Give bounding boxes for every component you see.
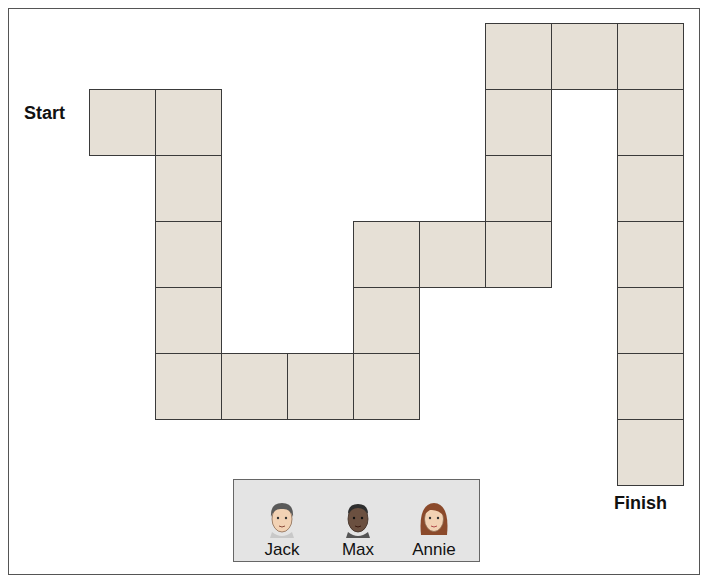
board-square [618, 156, 684, 222]
board-square [618, 288, 684, 354]
player-face [346, 504, 370, 538]
board-label: Start [24, 103, 65, 123]
board-square [486, 24, 552, 90]
player-name: Max [342, 540, 374, 560]
player-name: Annie [412, 540, 455, 560]
board-square [156, 90, 222, 156]
board-square [420, 222, 486, 288]
frame [9, 9, 700, 575]
board-square [486, 90, 552, 156]
board-path [90, 24, 684, 486]
board-square [486, 156, 552, 222]
board-square [618, 420, 684, 486]
board-square [618, 222, 684, 288]
board-square [288, 354, 354, 420]
board-square [156, 288, 222, 354]
player-face [421, 503, 448, 535]
board-label: Finish [614, 493, 667, 513]
board-square [354, 354, 420, 420]
board-square [354, 222, 420, 288]
player-panel: Jack Max Annie [233, 479, 480, 562]
player-face [270, 503, 294, 538]
board-square [618, 24, 684, 90]
board-square [156, 156, 222, 222]
board-square [354, 288, 420, 354]
board-square [486, 222, 552, 288]
board-square [156, 222, 222, 288]
board-square [222, 354, 288, 420]
board-square [90, 90, 156, 156]
player-name: Jack [265, 540, 300, 560]
board-square [618, 90, 684, 156]
player-panel [234, 480, 480, 562]
board-square [552, 24, 618, 90]
board-square [156, 354, 222, 420]
board-square [618, 354, 684, 420]
